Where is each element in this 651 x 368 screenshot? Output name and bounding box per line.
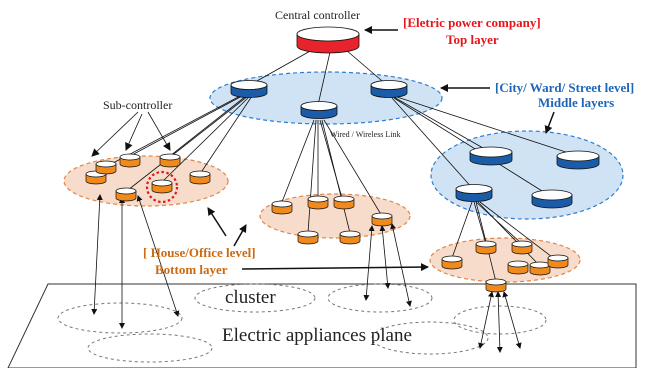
sub-controller-node bbox=[115, 187, 137, 202]
sub-controller-node bbox=[119, 153, 141, 168]
house-node bbox=[441, 255, 463, 270]
middle-controller-node bbox=[300, 101, 338, 119]
house-node bbox=[271, 200, 293, 215]
cluster-ellipse bbox=[87, 333, 213, 363]
appliance-links bbox=[91, 194, 522, 353]
middle-controller-node bbox=[455, 184, 493, 202]
middle-controller-node bbox=[531, 189, 573, 209]
sub-controller-node bbox=[95, 160, 117, 175]
house-node bbox=[529, 261, 551, 276]
middle-layer-region bbox=[430, 130, 624, 220]
house-node bbox=[485, 278, 507, 293]
sub-controller-node bbox=[189, 170, 211, 185]
sub-controller-node bbox=[159, 153, 181, 168]
house-nodes-left bbox=[85, 153, 211, 202]
cluster-ellipse bbox=[57, 302, 183, 334]
cluster-label: cluster bbox=[225, 287, 276, 308]
middle-controller-node bbox=[469, 146, 513, 166]
top-layer-label-line2: Top layer bbox=[446, 32, 499, 47]
house-node bbox=[297, 230, 319, 245]
bottom-layer-label-line1: [ House/Office level] bbox=[143, 245, 256, 260]
middle-layer-label-line1: [City/ Ward/ Street level] bbox=[495, 80, 635, 95]
middle-layer-label-line2: Middle layers bbox=[538, 95, 615, 110]
cluster-ellipse bbox=[327, 283, 433, 313]
middle-controller-node bbox=[370, 80, 408, 98]
house-node bbox=[511, 240, 533, 255]
middle-controller-node bbox=[556, 150, 600, 170]
house-nodes-center bbox=[271, 195, 393, 245]
middle-controller-node bbox=[230, 80, 268, 98]
cluster-ellipse bbox=[194, 283, 316, 313]
annotation-arrows bbox=[91, 26, 555, 272]
highlighted-sub-controller bbox=[145, 170, 179, 204]
top-layer-label-line1: [Eletric power company] bbox=[403, 15, 541, 30]
house-node bbox=[307, 195, 329, 210]
appliances-plane bbox=[7, 283, 637, 368]
link-label: Wired / Wireless Link bbox=[330, 130, 401, 139]
house-node bbox=[547, 254, 569, 269]
sub-controller-node bbox=[85, 170, 107, 185]
central-controller-node bbox=[296, 26, 360, 54]
appliances-plane-label: Electric appliances plane bbox=[222, 325, 412, 346]
house-node bbox=[339, 230, 361, 245]
cluster-ellipses bbox=[57, 283, 547, 363]
sub-controller-label: Sub-controller bbox=[103, 98, 173, 112]
house-nodes-right bbox=[441, 240, 569, 293]
links bbox=[95, 49, 579, 283]
house-node bbox=[371, 212, 393, 227]
house-node bbox=[475, 240, 497, 255]
bottom-layer-label-line2: Bottom layer bbox=[155, 262, 228, 277]
house-node bbox=[333, 195, 355, 210]
central-controller-label: Central controller bbox=[275, 8, 360, 22]
cluster-ellipse bbox=[453, 305, 547, 335]
house-node bbox=[507, 260, 529, 275]
sub-controller-node bbox=[151, 179, 173, 194]
